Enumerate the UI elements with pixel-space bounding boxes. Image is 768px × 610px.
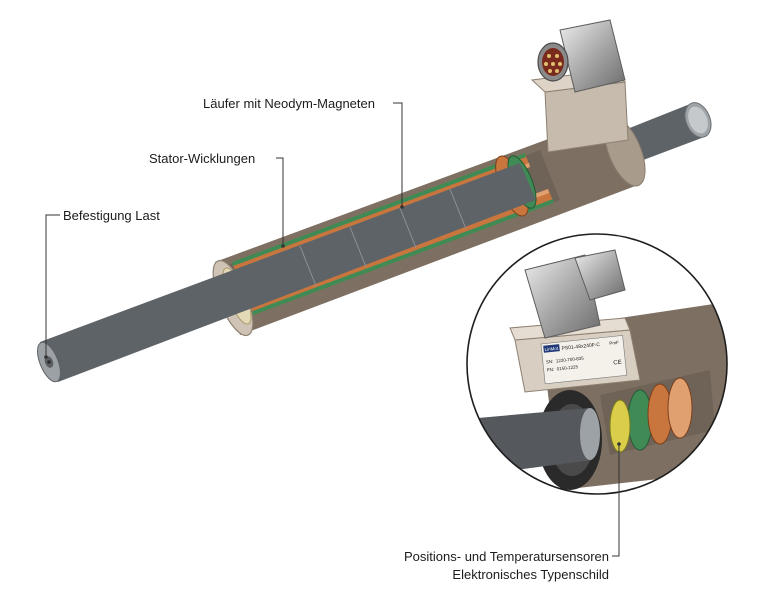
nameplate-ce-mark: CE	[613, 360, 622, 367]
label-befestigung: Befestigung Last	[63, 208, 160, 223]
nameplate-part: 0150-1225	[556, 364, 578, 371]
nameplate-serial: 1220-700-835	[556, 356, 585, 364]
nameplate-logo: LinMot	[544, 346, 559, 352]
leader-laeufer	[393, 102, 403, 207]
connector-assembly	[530, 19, 629, 153]
leader-stator	[276, 157, 284, 246]
nameplate-part-label: PN:	[546, 367, 554, 373]
slider-rod	[37, 163, 536, 383]
leader-befestigung	[45, 214, 60, 357]
label-stator: Stator-Wicklungen	[149, 151, 256, 166]
nameplate-serial-label: SN:	[546, 359, 554, 365]
label-sensoren: Positions- und Temperatursensoren	[404, 549, 609, 564]
leader-lines	[45, 102, 620, 557]
nameplate-model: PS01-48x240F-C	[561, 342, 600, 352]
leader-endpoints	[44, 205, 621, 446]
detail-zoom-circle: LinMot PS01-48x240F-C PmF SN: 1220-700-8…	[466, 233, 728, 495]
leader-sensoren	[612, 444, 620, 557]
nameplate-rating: PmF	[609, 340, 619, 346]
electronic-nameplate: LinMot PS01-48x240F-C PmF SN: 1220-700-8…	[540, 335, 628, 385]
label-laeufer: Läufer mit Neodym-Magneten	[203, 96, 375, 111]
label-typenschild: Elektronisches Typenschild	[452, 567, 609, 582]
